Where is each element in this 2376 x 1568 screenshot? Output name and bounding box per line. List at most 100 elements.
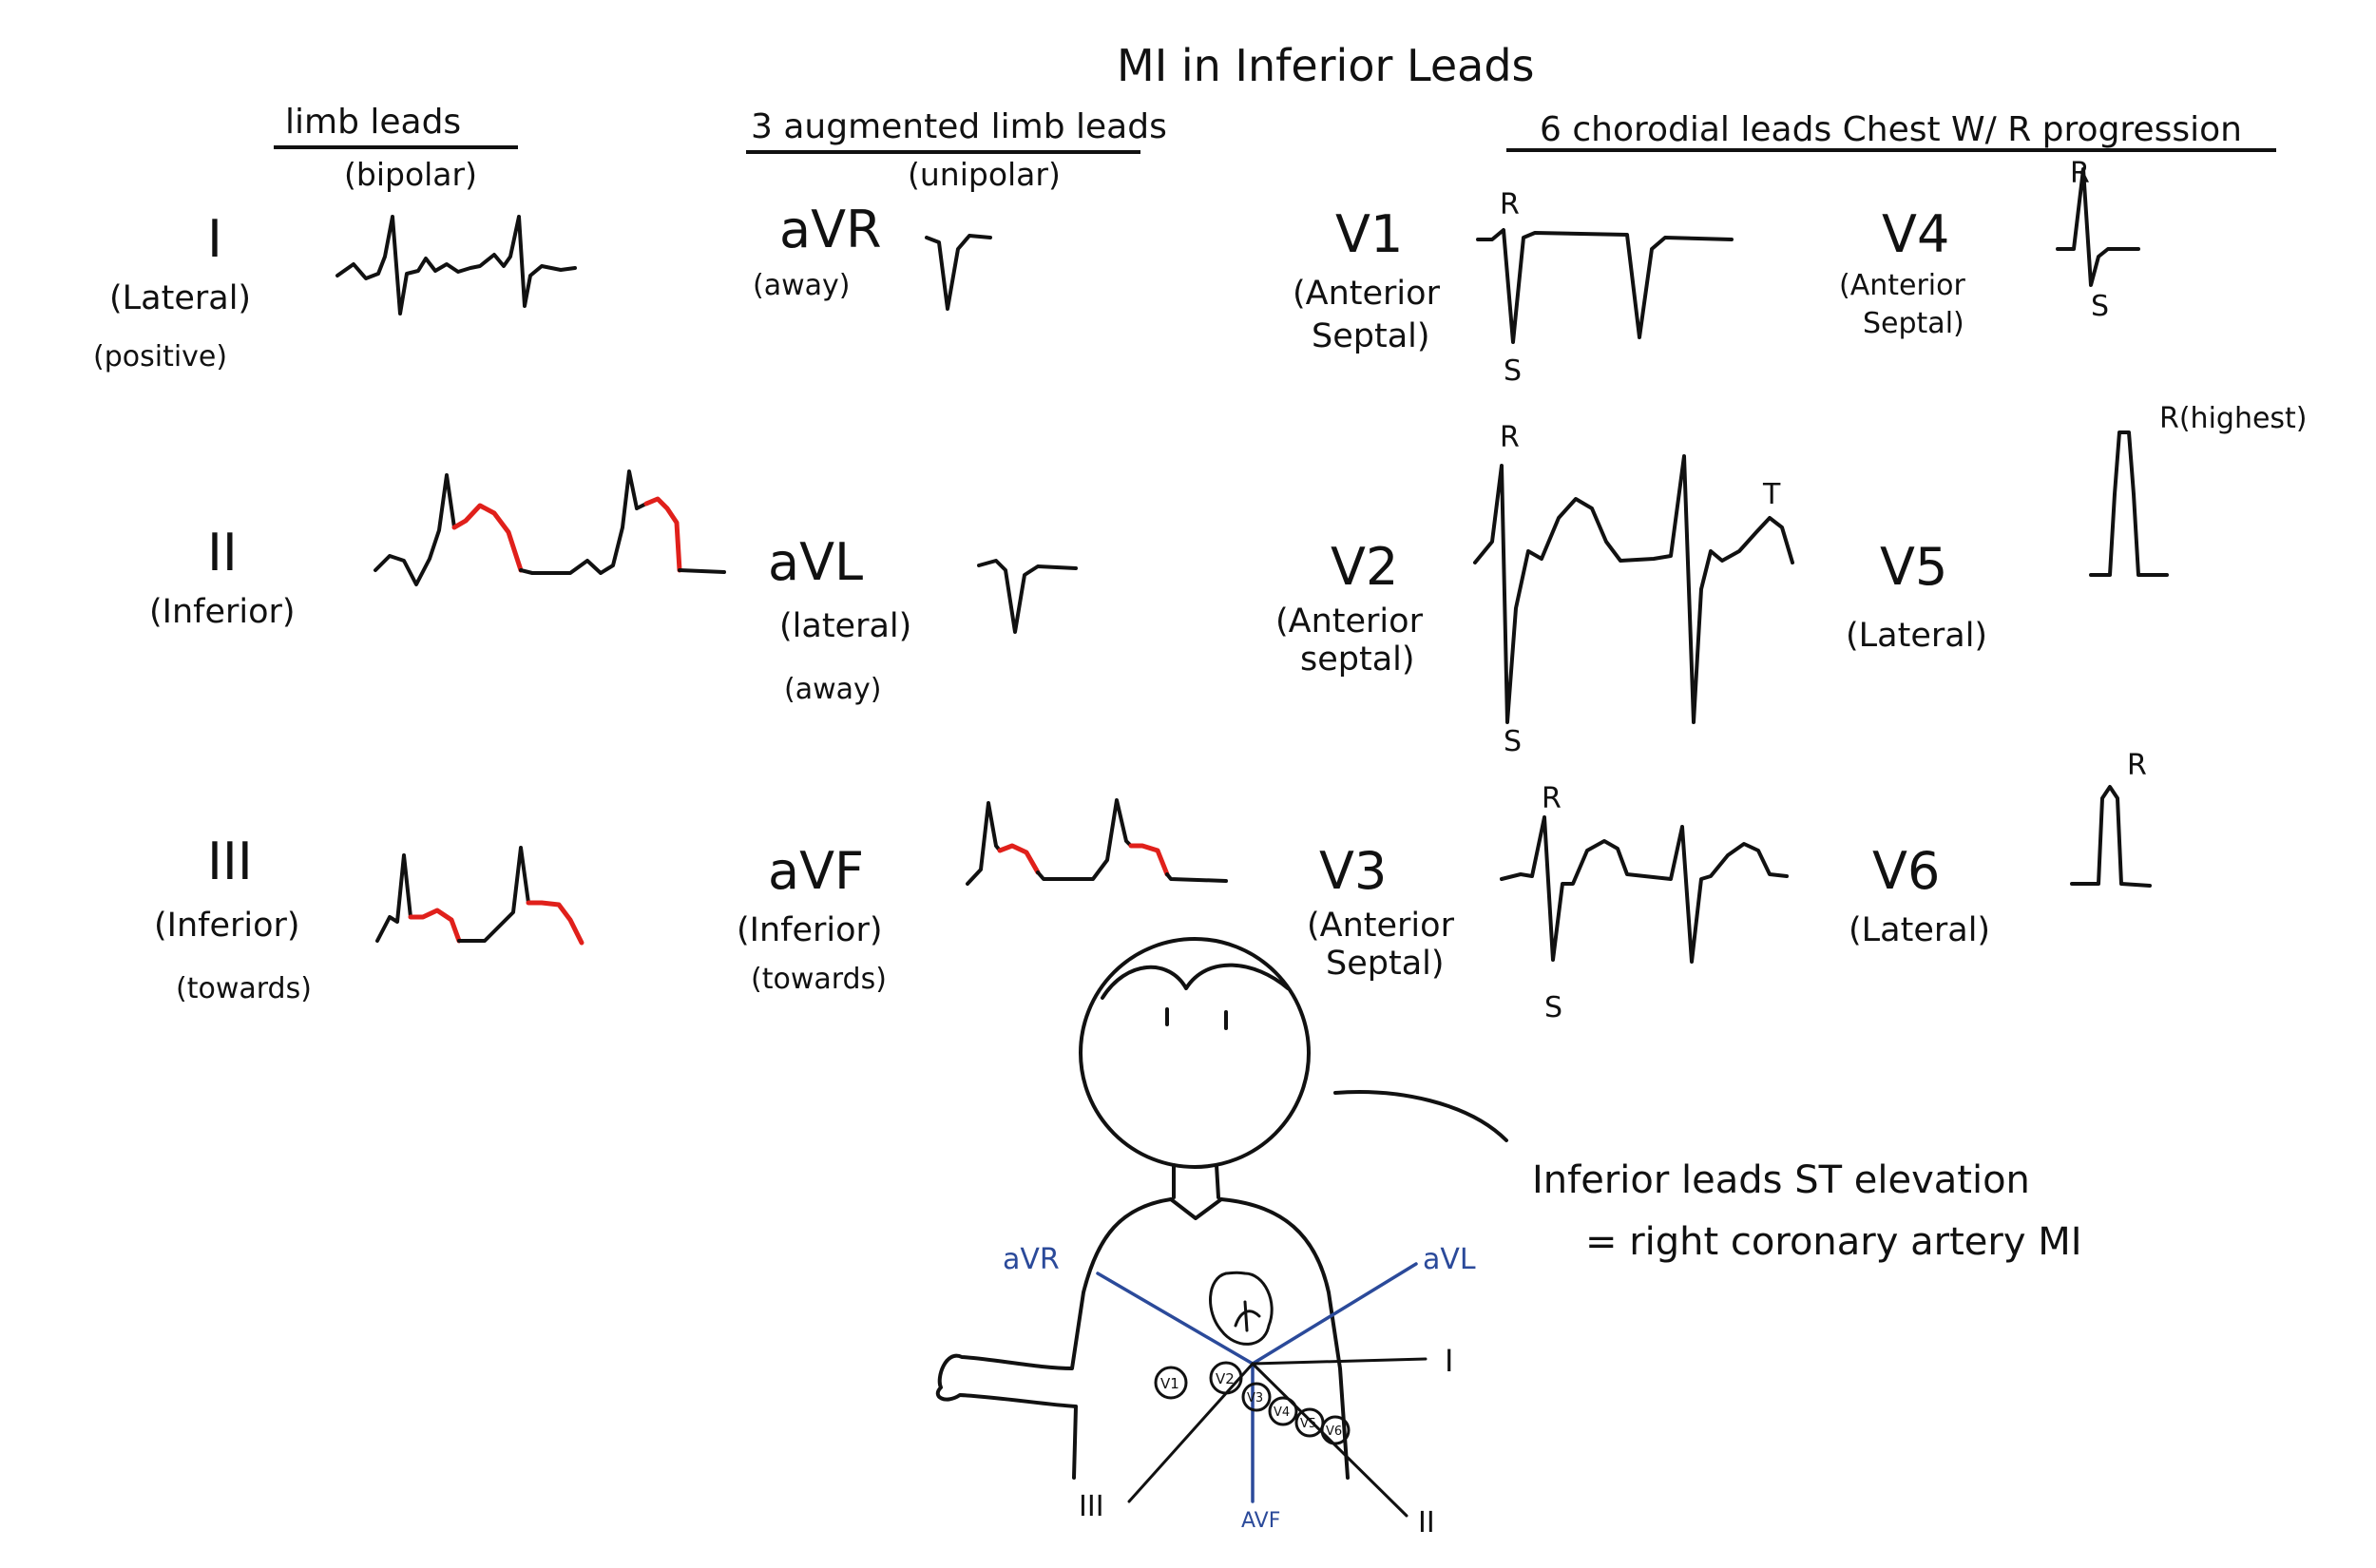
- hair: [1101, 963, 1290, 1000]
- electrode-V6: [1320, 1415, 1351, 1445]
- lead-V4-name: V4: [1882, 204, 1949, 264]
- lead-aVF-name: aVF: [768, 841, 864, 901]
- lead-V3-desc: (Anterior: [1307, 907, 1455, 945]
- axis-I: [1251, 1357, 1428, 1366]
- lead-aVF-st-segment-1: [997, 843, 1041, 875]
- lead-II-desc: (Inferior): [149, 593, 296, 631]
- lead-V2-s-label: S: [1504, 725, 1522, 758]
- electrode-V3: [1241, 1382, 1272, 1412]
- electrode-V3-label: V3: [1247, 1391, 1263, 1405]
- lead-I-desc2: (positive): [93, 340, 227, 373]
- lead-V4-desc: (Anterior: [1839, 269, 1965, 302]
- lead-V2-r-label: R: [1500, 421, 1520, 454]
- axis-label-III: III: [1079, 1490, 1104, 1523]
- lead-V4-trace: [2056, 167, 2140, 287]
- lead-III-desc2: (towards): [176, 972, 312, 1005]
- lead-V4-s-label: S: [2091, 290, 2109, 323]
- note-line-2: = right coronary artery MI: [1585, 1220, 2082, 1264]
- lead-II-trace: [374, 473, 456, 586]
- page-title: MI in Inferior Leads: [1117, 40, 1535, 91]
- lead-aVF-trace: [966, 801, 1002, 886]
- lead-V5-trace: [2089, 430, 2169, 577]
- lead-II-st-segment-2: [643, 496, 682, 573]
- axis-label-I: I: [1445, 1343, 1453, 1379]
- lead-aVR-name: aVR: [779, 200, 882, 259]
- lead-III-st-segment-1: [408, 908, 462, 944]
- lead-V1-s-label: S: [1504, 354, 1522, 388]
- lead-aVL-desc2: (away): [784, 673, 881, 706]
- axis-aVL: [1251, 1262, 1418, 1366]
- lead-I-trace: [335, 215, 577, 316]
- torso-outline: [935, 1197, 1350, 1480]
- lead-V6-desc: (Lateral): [1849, 911, 1990, 949]
- limb-leads-heading: limb leads: [285, 103, 461, 142]
- lead-V3-r-label: R: [1542, 782, 1562, 815]
- lead-aVL-trace: [977, 559, 1078, 634]
- electrode-V2-label: V2: [1216, 1370, 1235, 1387]
- augmented-leads-heading: 3 augmented limb leads: [751, 107, 1167, 146]
- heart-sketch: [1209, 1271, 1274, 1346]
- pointer-line: [1333, 1090, 1508, 1142]
- electrode-V1: [1154, 1366, 1188, 1400]
- lead-III-trace-2: [457, 846, 530, 943]
- lead-V3-trace: [1500, 815, 1789, 964]
- axis-II: [1251, 1362, 1408, 1518]
- electrodes: V1 V2 V3 V4 V5 V6: [1154, 1361, 1351, 1445]
- axis-label-aVL: aVL: [1423, 1243, 1476, 1276]
- electrode-V4: [1268, 1396, 1298, 1426]
- electrode-V6-label: V6: [1326, 1425, 1342, 1439]
- note-line-1: Inferior leads ST elevation: [1532, 1158, 2030, 1202]
- lead-III-st-segment-2: [526, 900, 584, 946]
- lead-aVL-name: aVL: [768, 532, 863, 592]
- lead-III-trace: [375, 853, 412, 943]
- lead-V5-desc: (Lateral): [1846, 617, 1987, 655]
- neck: [1172, 1163, 1220, 1199]
- lead-I-desc: (Lateral): [109, 279, 251, 317]
- body-figure: [935, 937, 1508, 1480]
- lead-V5-name: V5: [1880, 537, 1947, 597]
- lead-V2-trace: [1473, 454, 1794, 724]
- axis-aVR: [1096, 1272, 1255, 1366]
- electrode-V4-label: V4: [1274, 1405, 1290, 1420]
- lead-V2-name: V2: [1331, 537, 1398, 597]
- lead-II-trace-3: [678, 568, 726, 574]
- axis-label-II: II: [1418, 1506, 1435, 1539]
- lead-V1-trace: [1476, 228, 1734, 344]
- lead-V6-name: V6: [1872, 841, 1940, 901]
- lead-II-trace-2: [519, 469, 648, 575]
- head: [1079, 937, 1311, 1169]
- collar: [1169, 1197, 1223, 1220]
- lead-aVL-desc: (lateral): [779, 607, 911, 645]
- lead-V1-desc: (Anterior: [1293, 275, 1441, 313]
- lead-V3-s-label: S: [1544, 991, 1562, 1024]
- lead-aVF-desc2: (towards): [751, 963, 887, 996]
- lead-axes: [1096, 1262, 1428, 1518]
- lead-I-name: I: [207, 209, 222, 269]
- lead-V3-name: V3: [1319, 841, 1387, 901]
- chest-leads-heading: 6 chorodial leads Chest W/ R progression: [1540, 110, 2242, 149]
- limb-leads-subheading: (bipolar): [344, 156, 477, 193]
- lead-aVF-trace-3: [1165, 872, 1228, 883]
- lead-II-st-segment-1: [451, 503, 524, 573]
- lead-V2-desc2: septal): [1300, 641, 1415, 679]
- lead-V5-r-label: R(highest): [2159, 402, 2308, 435]
- lead-III-desc: (Inferior): [154, 907, 300, 945]
- axis-label-aVF: AVF: [1241, 1509, 1280, 1533]
- electrode-V2: [1209, 1361, 1243, 1395]
- lead-III-name: III: [207, 832, 253, 891]
- lead-V6-r-label: R: [2127, 749, 2147, 782]
- lead-aVF-st-segment-2: [1128, 843, 1170, 877]
- electrode-V5-label: V5: [1300, 1417, 1316, 1431]
- lead-aVR-trace: [925, 234, 992, 311]
- axis-III: [1127, 1362, 1255, 1503]
- lead-V6-trace: [2070, 785, 2152, 888]
- lead-aVF-trace-2: [1036, 798, 1133, 881]
- lead-V1-desc2: Septal): [1312, 317, 1430, 355]
- lead-V1-r-label: R: [1500, 188, 1520, 221]
- lead-V3-desc2: Septal): [1326, 945, 1445, 983]
- axis-label-aVR: aVR: [1003, 1243, 1060, 1276]
- lead-V1-name: V1: [1335, 204, 1403, 264]
- lead-II-name: II: [207, 523, 238, 583]
